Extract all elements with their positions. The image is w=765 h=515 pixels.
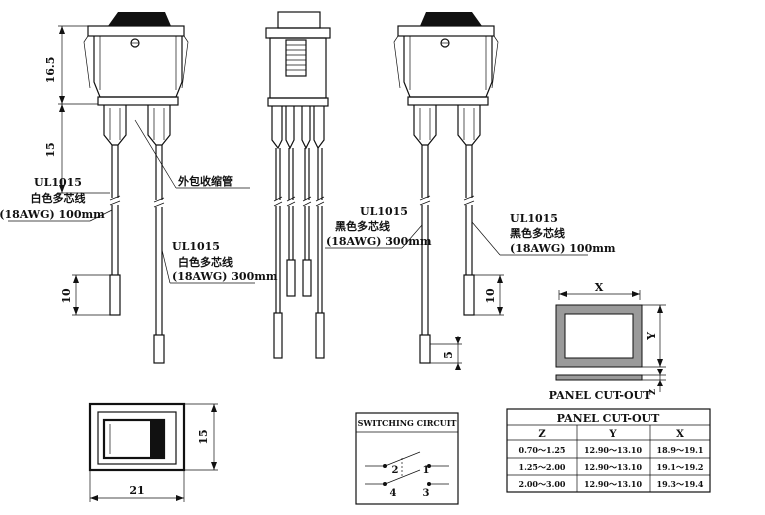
callout-wire-right-2-l3: (18AWG) 100mm [510, 242, 616, 255]
front-bezel-view: 15 21 [88, 402, 218, 502]
dim-terminal-length: 15 [44, 142, 57, 157]
dim-strip-right-short: 5 [442, 351, 455, 359]
dim-strip-left: 10 [60, 288, 73, 304]
circuit-title: SWITCHING CIRCUIT [358, 418, 457, 428]
table-cell: 1.25～2.00 [519, 462, 566, 472]
callout-heat-shrink: 外包收缩管 [177, 174, 233, 188]
circuit-terminal-2: 2 [392, 465, 399, 476]
callout-wire-left-1-l3: (18AWG) 100mm [0, 208, 105, 221]
center-rocker [277, 11, 321, 29]
left-callouts: 外包收缩管 UL1015 白色多芯线 (18AWG) 100mm UL1015 … [0, 119, 278, 284]
callout-wire-right-2-l2: 黑色多芯线 [510, 226, 565, 240]
callout-wire-right-2-l1: UL1015 [510, 212, 558, 225]
table-header-z: Z [538, 429, 545, 440]
right-dimensions: 10 5 [430, 274, 504, 370]
callout-wire-left-2-l3: (18AWG) 300mm [172, 270, 278, 283]
callout-wire-left-2-l2: 白色多芯线 [178, 255, 233, 269]
table-title: PANEL CUT-OUT [557, 412, 660, 425]
circuit-terminal-3: 3 [423, 488, 430, 499]
table-cell: 18.9～19.1 [657, 445, 704, 455]
panel-label-z: Z [647, 389, 657, 395]
left-flange [87, 25, 185, 37]
panel-label-x: X [595, 281, 604, 294]
callout-wire-right-1-l1: UL1015 [360, 205, 408, 218]
bezel-outer [88, 402, 186, 472]
right-side-view [393, 12, 499, 364]
table-cell: 2.00～3.00 [519, 479, 566, 489]
circuit-terminal-1: 1 [423, 465, 430, 476]
panel-cutout-diagram: X Y Z PANEL CUT-OUT [549, 281, 666, 402]
table-header-y: Y [608, 429, 617, 440]
panel-caption: PANEL CUT-OUT [549, 389, 652, 402]
table-cell: 19.1～19.2 [657, 462, 704, 472]
switching-circuit: SWITCHING CIRCUIT 2 1 4 3 [355, 412, 459, 505]
callout-wire-right-1-l2: 黑色多芯线 [335, 219, 390, 233]
center-ribs [285, 39, 307, 77]
left-rocker [108, 12, 171, 26]
table-header-x: X [676, 429, 684, 440]
right-callouts: UL1015 黑色多芯线 (18AWG) 300mm UL1015 黑色多芯线 … [325, 205, 616, 256]
panel-label-y: Y [645, 332, 658, 341]
panel-thickness [555, 374, 643, 381]
center-front-view [265, 11, 331, 359]
circuit-terminal-4: 4 [390, 488, 397, 499]
table-cell: 12.90～13.10 [584, 462, 643, 472]
callout-wire-left-1-l2: 白色多芯线 [31, 191, 86, 205]
table-cell: 12.90～13.10 [584, 445, 643, 455]
dim-strip-right: 10 [484, 288, 497, 304]
table-cell: 0.70～1.25 [519, 445, 566, 455]
left-dimensions: 16.5 15 10 [44, 25, 110, 316]
dim-body-height: 16.5 [44, 57, 57, 84]
left-side-view [83, 12, 189, 364]
panel-opening [564, 313, 634, 359]
callout-wire-left-1-l1: UL1015 [34, 176, 82, 189]
callout-wire-right-1-l3: (18AWG) 300mm [326, 235, 432, 248]
dim-front-width: 21 [129, 484, 144, 497]
cutout-table: PANEL CUT-OUT Z Y X 0.70～1.25 12.90～13.1… [506, 408, 711, 493]
right-rocker [420, 12, 482, 26]
circuit-box [355, 412, 459, 505]
table-cell: 12.90～13.10 [584, 479, 643, 489]
table-cell: 19.3～19.4 [657, 479, 704, 489]
dim-front-height: 15 [197, 429, 210, 444]
left-strip-end [109, 274, 121, 316]
callout-wire-left-2-l1: UL1015 [172, 240, 220, 253]
